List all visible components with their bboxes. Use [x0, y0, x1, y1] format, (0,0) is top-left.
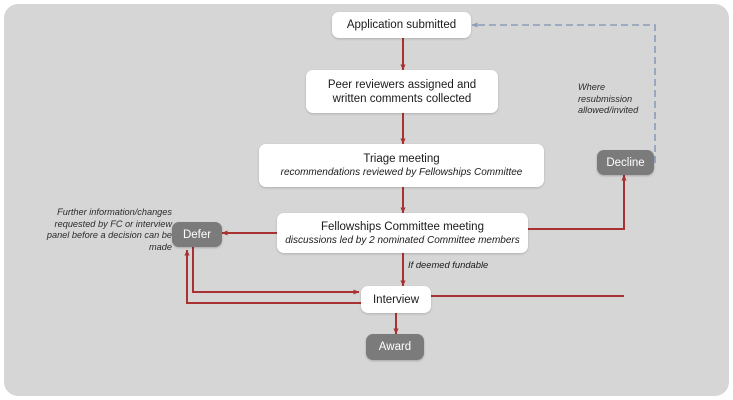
annotation-line-1: Further information/changes — [57, 207, 172, 217]
annotation-line-4: made — [149, 241, 172, 252]
annotation-resubmission-note: Where resubmission allowed/invited — [578, 82, 678, 117]
node-application-submitted[interactable]: Application submitted — [332, 12, 471, 38]
node-title: Triage meeting — [363, 153, 440, 165]
annotation-line-1: Where — [578, 82, 606, 92]
node-title: Application submitted — [346, 19, 457, 31]
node-title-line2: written comments collected — [332, 92, 472, 105]
annotation-further-info-note: Further information/changes requested by… — [24, 207, 172, 253]
annotation-line-2: requested by FC or interview — [54, 218, 172, 229]
node-title: Interview — [372, 293, 420, 306]
edge-label-if-deemed-fundable: If deemed fundable — [408, 259, 489, 270]
node-peer-reviewers[interactable]: Peer reviewers assigned and written comm… — [306, 70, 498, 113]
node-title: Fellowships Committee meeting — [321, 220, 484, 233]
node-interview[interactable]: Interview — [361, 286, 431, 313]
node-defer[interactable]: Defer — [172, 222, 222, 247]
node-title: Defer — [182, 228, 212, 241]
annotation-line-3: allowed/invited — [578, 105, 639, 116]
annotation-line-2: resubmission — [578, 93, 633, 104]
node-title: Peer reviewers assigned and — [327, 78, 477, 91]
edge-defer-to-interview — [192, 247, 360, 295]
edge-decline-to-application-dashed — [471, 22, 656, 163]
node-triage-meeting[interactable]: Triage meeting recommendations reviewed … — [259, 144, 544, 187]
node-fellowships-committee-meeting[interactable]: Fellowships Committee meeting discussion… — [277, 213, 528, 253]
edge-interview-to-defer — [184, 249, 362, 304]
node-award[interactable]: Award — [366, 334, 424, 360]
node-title: Award — [378, 341, 412, 353]
node-title: Decline — [606, 156, 645, 169]
edge-fc-to-decline — [528, 174, 627, 230]
diagram-frame — [4, 4, 729, 396]
annotation-line-3: panel before a decision can be — [46, 230, 172, 241]
node-subtitle: recommendations reviewed by Fellowships … — [280, 167, 523, 178]
node-decline[interactable]: Decline — [597, 150, 654, 175]
node-subtitle: discussions led by 2 nominated Committee… — [285, 234, 520, 246]
